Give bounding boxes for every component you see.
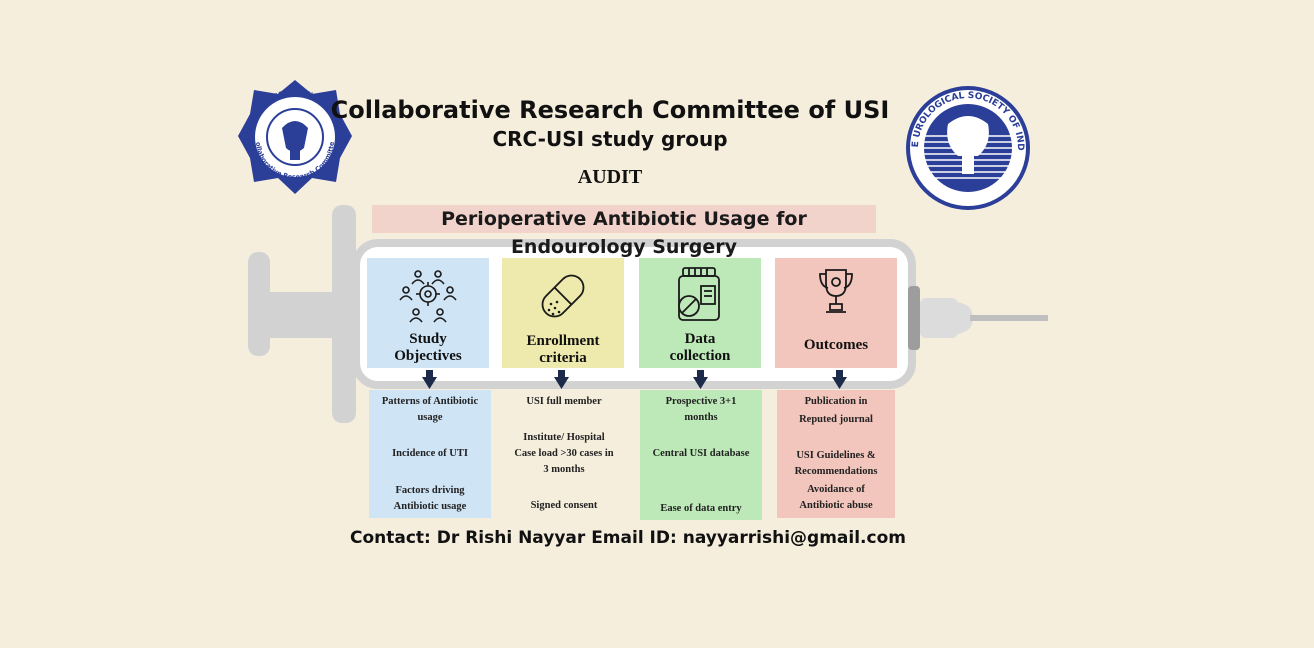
detail-line: usage bbox=[417, 412, 443, 423]
stage-label-line2: collection bbox=[669, 348, 731, 364]
stage-label-line2: criteria bbox=[539, 350, 587, 366]
detail-line: Antibiotic abuse bbox=[799, 500, 873, 511]
stage-data-collection: Data collection bbox=[639, 258, 761, 368]
barrel-flange bbox=[332, 205, 356, 423]
details-enrollment-criteria: USI full member Institute/ Hospital Case… bbox=[503, 390, 625, 518]
audit-label: AUDIT bbox=[577, 166, 643, 188]
study-title-banner: Perioperative Antibiotic Usage for Endou… bbox=[372, 205, 876, 258]
detail-line: Patterns of Antibiotic bbox=[381, 396, 479, 407]
arrow-down-icon bbox=[832, 370, 847, 389]
crc-usi-logo: THE UROLOGICAL SOCIETY OF INDIA Collabor… bbox=[236, 78, 352, 194]
stage-label-line1: Data bbox=[684, 331, 716, 347]
detail-line: Avoidance of bbox=[807, 484, 865, 495]
detail-line: Prospective 3+1 bbox=[665, 396, 737, 407]
arrow-down-icon bbox=[693, 370, 708, 389]
detail-line: USI Guidelines & bbox=[796, 450, 876, 461]
stage-label-line1: Outcomes bbox=[803, 337, 869, 353]
people-network-icon bbox=[399, 270, 457, 323]
syringe-tip bbox=[920, 298, 958, 338]
usi-logo: THE UROLOGICAL SOCIETY OF INDIA bbox=[904, 84, 1030, 210]
detail-line: Central USI database bbox=[652, 448, 750, 459]
stage-outcomes: Outcomes bbox=[775, 258, 897, 368]
detail-line: Signed consent bbox=[530, 500, 598, 511]
plunger-rod bbox=[268, 292, 338, 338]
stage-label-line2: Objectives bbox=[394, 348, 462, 364]
detail-line: Factors driving bbox=[395, 485, 465, 496]
detail-line: Ease of data entry bbox=[660, 503, 742, 514]
details-data-collection: Prospective 3+1 months Central USI datab… bbox=[640, 390, 762, 520]
detail-line: Antibiotic usage bbox=[393, 501, 467, 512]
data-jar-icon bbox=[678, 267, 720, 321]
stage-label-line1: Enrollment bbox=[526, 333, 600, 349]
page-subtitle: CRC-USI study group bbox=[492, 127, 728, 151]
detail-line: Recommendations bbox=[794, 466, 878, 477]
details-outcomes: Publication in Reputed journal USI Guide… bbox=[777, 390, 895, 518]
detail-line: Institute/ Hospital bbox=[523, 432, 605, 443]
detail-line: Publication in bbox=[804, 396, 868, 407]
detail-line: 3 months bbox=[543, 464, 585, 475]
syringe-needle bbox=[970, 315, 1048, 321]
capsule-icon bbox=[541, 274, 585, 318]
stage-enrollment-criteria: Enrollment criteria bbox=[502, 258, 624, 368]
page-title: Collaborative Research Committee of USI bbox=[330, 96, 890, 124]
arrow-down-icon bbox=[554, 370, 569, 389]
trophy-icon bbox=[819, 269, 853, 313]
detail-line: Reputed journal bbox=[799, 414, 873, 425]
stage-label-line1: Study bbox=[409, 331, 447, 347]
contact-line: Contact: Dr Rishi Nayyar Email ID: nayya… bbox=[350, 528, 906, 548]
detail-line: months bbox=[684, 412, 718, 423]
arrow-down-icon bbox=[422, 370, 437, 389]
syringe-hub bbox=[908, 286, 920, 350]
detail-line: Case load >30 cases in bbox=[514, 448, 614, 459]
details-study-objectives: Patterns of Antibiotic usage Incidence o… bbox=[369, 390, 491, 518]
stage-study-objectives: Study Objectives bbox=[367, 258, 489, 368]
detail-line: USI full member bbox=[526, 396, 602, 407]
plunger-cap bbox=[248, 252, 270, 356]
detail-line: Incidence of UTI bbox=[392, 448, 468, 459]
